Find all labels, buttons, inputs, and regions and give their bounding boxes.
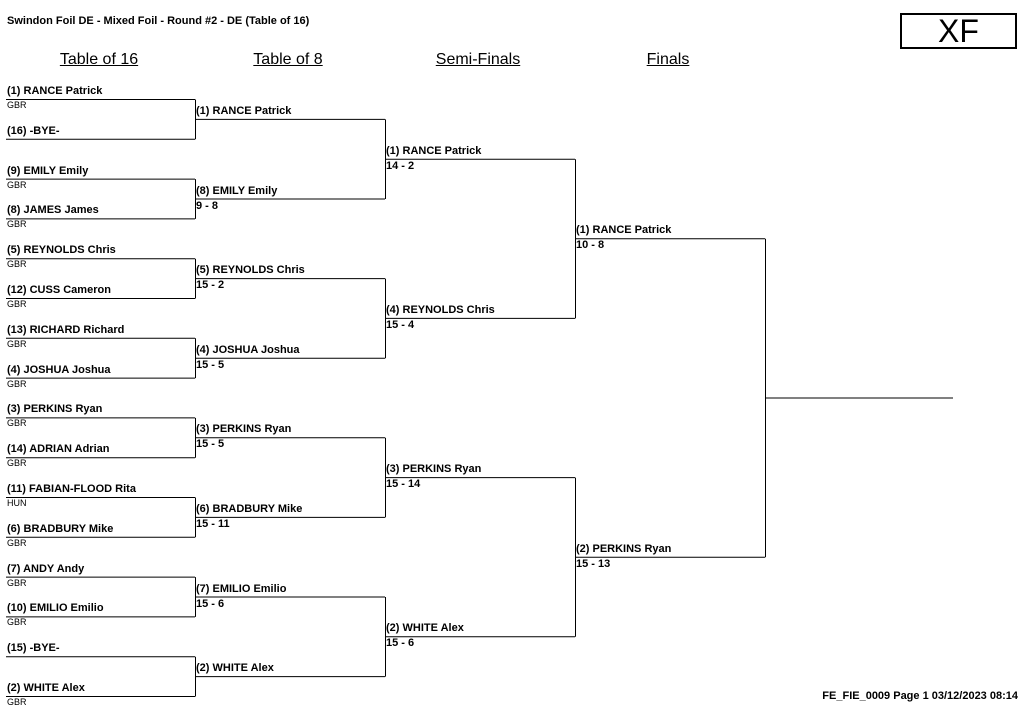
- fencer-country: GBR: [7, 299, 27, 309]
- fencer-country: HUN: [7, 498, 27, 508]
- fencer-name: (6) BRADBURY Mike: [7, 522, 114, 535]
- fencer-country: GBR: [7, 378, 27, 389]
- bout-score: 15 - 2: [196, 279, 225, 292]
- winner-name: (6) BRADBURY Mike: [196, 502, 303, 515]
- bout-score: 9 - 8: [196, 199, 219, 212]
- winner-name: (1) RANCE Patrick: [386, 144, 482, 157]
- fencer-country: GBR: [7, 577, 27, 588]
- bout-score: 15 - 13: [576, 557, 611, 570]
- winner-name: (7) EMILIO Emilio: [196, 582, 287, 595]
- fencer-country: GBR: [7, 537, 27, 548]
- winner-name: (2) WHITE Alex: [196, 662, 274, 675]
- fencer-name: (13) RICHARD Richard: [7, 323, 125, 336]
- fencer-country: GBR: [7, 418, 27, 429]
- winner-name: (3) PERKINS Ryan: [196, 423, 292, 436]
- fencer-name: (14) ADRIAN Adrian: [7, 443, 110, 456]
- bout-score: 14 - 2: [386, 159, 415, 172]
- fencer-name: (12) CUSS Cameron: [7, 284, 111, 296]
- fencer-name: (9) EMILY Emily: [7, 164, 89, 177]
- winner-name: (5) REYNOLDS Chris: [196, 264, 305, 277]
- column-header: Table of 16: [59, 51, 139, 68]
- fencer-name: (4) JOSHUA Joshua: [7, 363, 111, 376]
- fencer-name: (3) PERKINS Ryan: [7, 403, 103, 416]
- bout-score: 15 - 14: [386, 478, 421, 491]
- winner-name: (4) REYNOLDS Chris: [386, 303, 495, 316]
- fencer-name: (7) ANDY Andy: [7, 562, 85, 575]
- fencer-country: GBR: [7, 338, 27, 349]
- fencer-name: (8) JAMES James: [7, 204, 99, 217]
- fencer-country: GBR: [7, 219, 27, 230]
- column-header: Finals: [646, 51, 690, 68]
- fencer-country: GBR: [7, 179, 27, 190]
- bout-score: 15 - 6: [386, 637, 415, 650]
- winner-name: (1) RANCE Patrick: [196, 104, 292, 117]
- winner-name: (8) EMILY Emily: [196, 184, 278, 197]
- fencer-name: (5) REYNOLDS Chris: [7, 244, 116, 257]
- bout-score: 15 - 4: [386, 318, 415, 331]
- column-header: Table of 8: [253, 51, 323, 68]
- fencer-country: GBR: [7, 617, 27, 628]
- bout-score: 15 - 6: [196, 597, 225, 610]
- document-title: Swindon Foil DE - Mixed Foil - Round #2 …: [7, 15, 310, 27]
- fencer-name: (1) RANCE Patrick: [7, 85, 103, 97]
- bout-score: 15 - 5: [196, 358, 225, 371]
- page-footer: FE_FIE_0009 Page 1 03/12/2023 08:14: [822, 690, 1018, 702]
- fencer-country: GBR: [7, 697, 27, 707]
- fencer-country: GBR: [7, 259, 27, 270]
- winner-name: (2) WHITE Alex: [386, 622, 464, 635]
- fencer-country: GBR: [7, 100, 27, 110]
- bout-score: 10 - 8: [576, 239, 605, 252]
- winner-name: (2) PERKINS Ryan: [576, 542, 672, 555]
- fencer-name: (11) FABIAN-FLOOD Rita: [7, 483, 136, 495]
- xf-logo: XF: [900, 13, 1017, 49]
- winner-name: (1) RANCE Patrick: [576, 224, 672, 237]
- bout-score: 15 - 5: [196, 438, 225, 451]
- fencer-country: GBR: [7, 458, 27, 469]
- fencer-name: (2) WHITE Alex: [7, 682, 85, 694]
- fencer-name: (16) -BYE-: [7, 124, 60, 137]
- bout-score: 15 - 11: [196, 517, 230, 530]
- winner-name: (4) JOSHUA Joshua: [196, 343, 300, 356]
- winner-name: (3) PERKINS Ryan: [386, 463, 482, 476]
- fencer-name: (15) -BYE-: [7, 642, 60, 655]
- fencer-name: (10) EMILIO Emilio: [7, 602, 104, 615]
- column-header: Semi-Finals: [435, 51, 521, 68]
